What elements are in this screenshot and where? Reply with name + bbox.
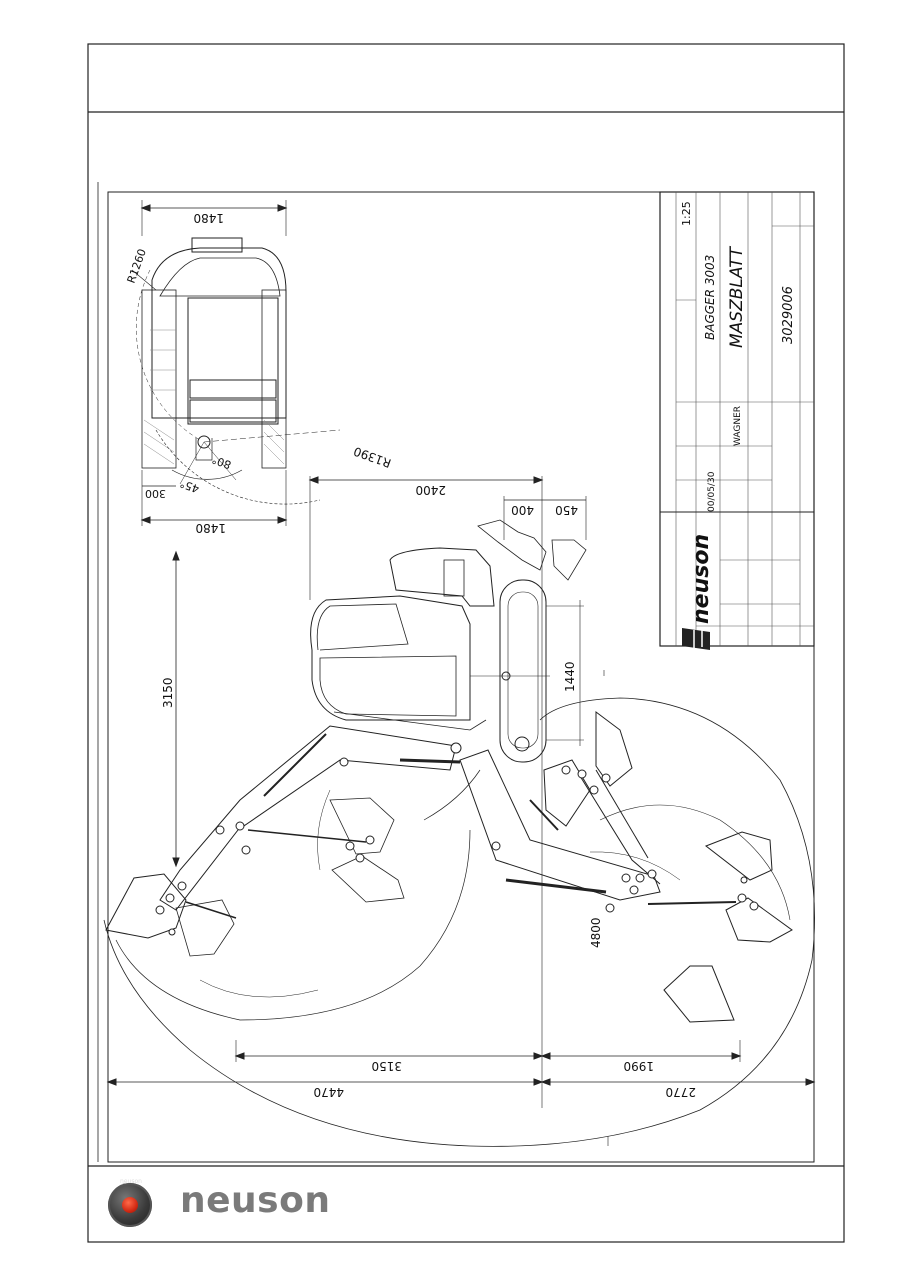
neuson-logo-icon bbox=[108, 1183, 152, 1227]
side-view bbox=[103, 476, 816, 1147]
dim-height-3150: 3150 bbox=[161, 677, 175, 708]
dim-angle-right: 45° bbox=[178, 477, 201, 496]
title-block-model: BAGGER 3003 bbox=[703, 255, 717, 340]
top-view bbox=[131, 200, 341, 526]
footer-brand: neuson bbox=[180, 1180, 331, 1221]
outer-frame bbox=[87, 43, 845, 1243]
logo-red-dot bbox=[122, 1197, 138, 1213]
dim-reach-4470: 4470 bbox=[313, 1085, 344, 1099]
title-block: neuson BAGGER 3003 MASZBLATT 3029006 1:2… bbox=[659, 191, 815, 650]
title-block-sheet-title: MASZBLATT bbox=[727, 245, 747, 348]
dim-offset: 300 bbox=[145, 487, 166, 500]
dim-reach-3150: 3150 bbox=[371, 1059, 402, 1073]
dim-450: 450 bbox=[555, 503, 578, 517]
dim-height-1440: 1440 bbox=[563, 661, 577, 692]
logo-ring-text: neuson bbox=[120, 1178, 142, 1185]
dim-swing-distance: 2400 bbox=[415, 483, 446, 497]
title-block-brand: neuson bbox=[689, 534, 714, 624]
dim-width-bottom: 1480 bbox=[195, 521, 226, 535]
dim-radius-front: R1260 bbox=[125, 247, 149, 285]
dim-angle-left: 80° bbox=[210, 453, 233, 472]
dim-top-width: 1480 bbox=[193, 211, 224, 225]
title-block-author: WAGNER bbox=[733, 406, 743, 446]
dim-400: 400 bbox=[511, 503, 534, 517]
dim-depth-4800: 4800 bbox=[589, 917, 603, 948]
drawing-frame bbox=[107, 191, 815, 1163]
title-block-date: 00/05/30 bbox=[707, 471, 717, 512]
dim-reach-2770: 2770 bbox=[665, 1085, 696, 1099]
dim-reach-1990: 1990 bbox=[623, 1059, 654, 1073]
title-block-drawing-no: 3029006 bbox=[781, 286, 796, 344]
title-block-scale: 1:25 bbox=[680, 201, 693, 226]
dim-radius-swing: R1390 bbox=[352, 444, 393, 470]
